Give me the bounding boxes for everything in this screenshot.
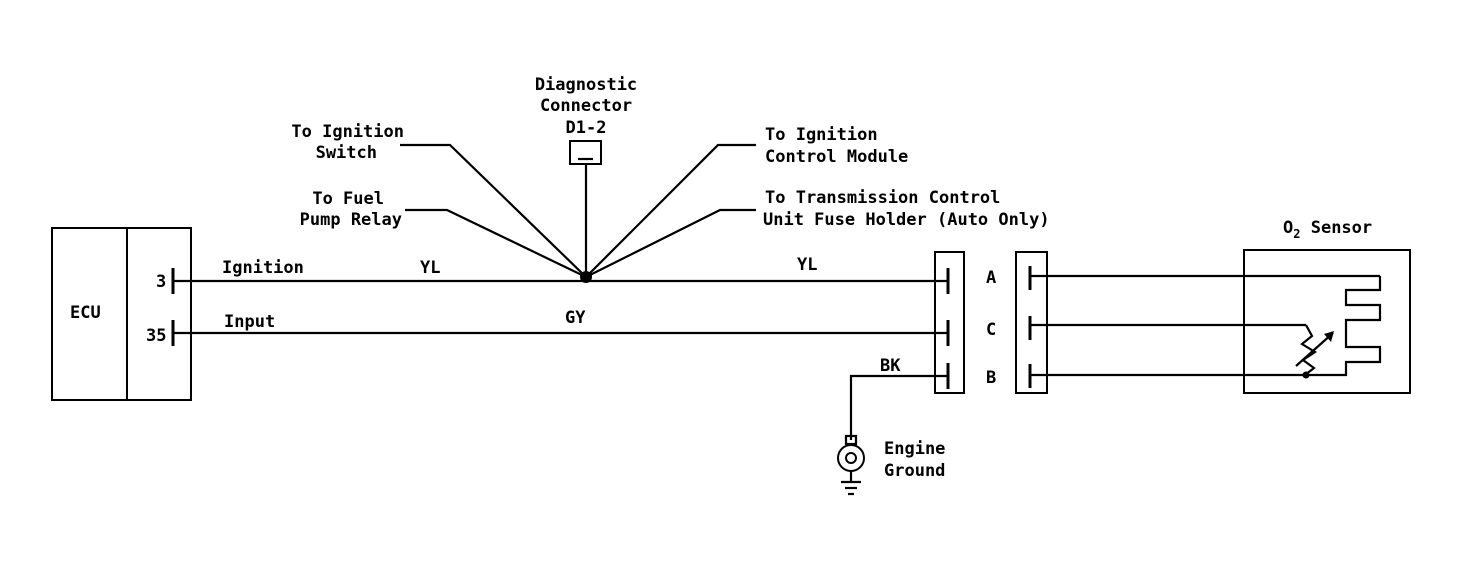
input-label: Input [224, 312, 275, 332]
sensor-node-dot [1302, 371, 1310, 379]
sensing-element-icon [1300, 324, 1318, 376]
diagnostic-connector: Diagnostic Connector D1-2 [535, 75, 637, 165]
sensor-connector [1015, 251, 1048, 394]
harness-connector-box [934, 251, 965, 394]
pin-b-label: B [986, 368, 996, 388]
pin-c-label: C [986, 320, 996, 340]
ground-lug [837, 444, 865, 472]
wire-color-yl-right: YL [797, 255, 817, 275]
o2-sensor-box [1243, 249, 1411, 394]
variable-arrow-head-icon [1324, 331, 1334, 342]
branch-ignition-module [585, 143, 756, 278]
branch-fuel-pump-relay [405, 208, 587, 278]
label-fuel-pump-2: Pump Relay [300, 210, 402, 230]
label-transmission-1: To Transmission Control [765, 188, 1000, 208]
ground-wire [849, 374, 948, 440]
sensor-connector-box [1015, 251, 1048, 394]
splice-branches [400, 143, 756, 283]
ecu-box [51, 227, 192, 401]
ground-lug-hole [845, 452, 857, 464]
ignition-label: Ignition [222, 258, 304, 278]
diagnostic-title-line2: Connector [540, 96, 632, 116]
ecu-pin-35: 35 [146, 326, 166, 346]
branch-transmission [585, 208, 756, 278]
label-ignition-module-1: To Ignition [765, 125, 878, 145]
label-ignition-switch-1: To Ignition [291, 122, 404, 142]
wire-color-bk: BK [880, 356, 901, 376]
engine-ground-icon [837, 434, 865, 496]
engine-ground-label-2: Ground [884, 461, 945, 481]
label-ignition-module-2: Control Module [765, 147, 908, 167]
variable-arrow-icon [1295, 332, 1334, 367]
o2-sensor: O2 Sensor [1243, 218, 1411, 394]
o2-sensor-label: O2 Sensor [1283, 218, 1372, 241]
ecu-block: ECU 3 35 [51, 227, 192, 401]
ecu-pin-3: 3 [156, 272, 166, 292]
ecu-label: ECU [70, 303, 101, 323]
diagnostic-connector-box [569, 140, 602, 165]
diagnostic-title-line3: D1-2 [566, 118, 607, 138]
pin-a-label: A [986, 268, 996, 288]
branch-ignition-switch [400, 143, 587, 278]
wire-color-yl-left: YL [420, 258, 440, 278]
diagnostic-title-line1: Diagnostic [535, 75, 637, 95]
harness-connector [934, 251, 965, 394]
label-ignition-switch-2: Switch [316, 143, 377, 163]
engine-ground-label-1: Engine [884, 439, 945, 459]
label-transmission-2: Unit Fuse Holder (Auto Only) [763, 210, 1050, 230]
heater-element-icon [1308, 276, 1382, 377]
label-fuel-pump-1: To Fuel [312, 189, 384, 209]
wire-color-gy: GY [565, 308, 586, 328]
